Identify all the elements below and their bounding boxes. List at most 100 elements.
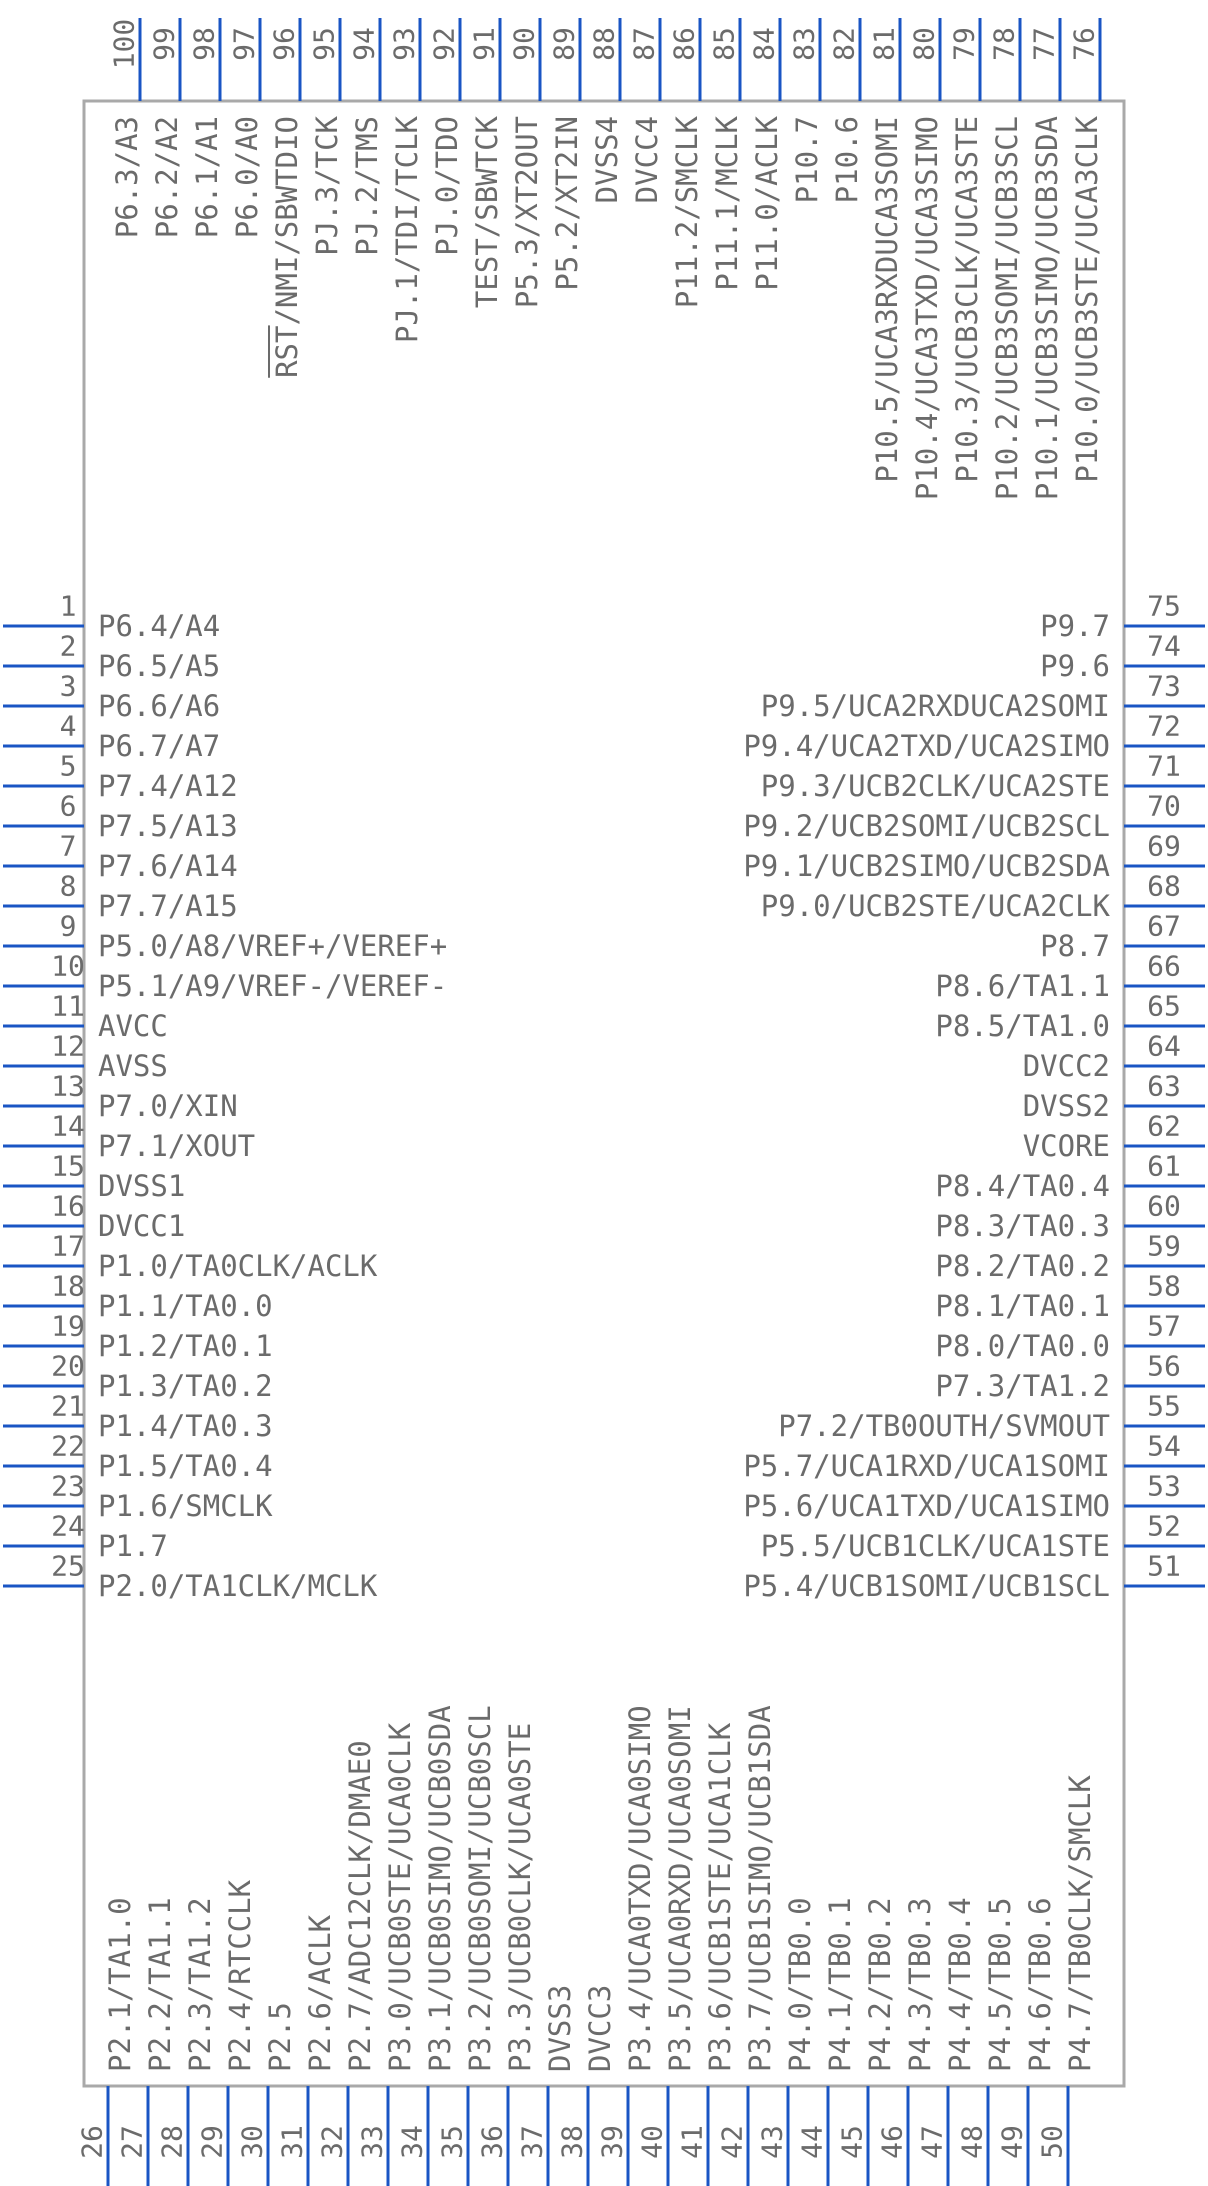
- pin-label-top: TEST/SBWTCK: [470, 115, 504, 308]
- pin-number-right: 66: [1147, 950, 1181, 983]
- pin-number-right: 58: [1147, 1270, 1181, 1303]
- pin-number-top: 76: [1068, 27, 1101, 61]
- pin-number-top: 85: [708, 27, 741, 61]
- pin-label-right: P8.1/TA0.1: [935, 1289, 1110, 1323]
- pin-number-bottom: 29: [196, 2125, 229, 2159]
- pin-label-left: P1.3/TA0.2: [98, 1369, 273, 1403]
- pin-number-left: 15: [51, 1150, 85, 1183]
- pin-label-right: P9.0/UCB2STE/UCA2CLK: [761, 889, 1111, 923]
- pin-label-top: P10.3/UCB3CLK/UCA3STE: [950, 116, 984, 483]
- pin-label-top: RST/NMI/SBWTDIO: [270, 116, 304, 378]
- pin-label-right: P5.4/UCB1SOMI/UCB1SCL: [743, 1569, 1110, 1603]
- pin-number-left: 14: [51, 1110, 85, 1143]
- pin-number-top: 90: [508, 27, 541, 61]
- pin-number-top: 83: [788, 27, 821, 61]
- pin-number-left: 8: [60, 870, 77, 903]
- pin-number-right: 72: [1147, 710, 1181, 743]
- pin-number-bottom: 49: [996, 2125, 1029, 2159]
- pin-number-bottom: 32: [316, 2125, 349, 2159]
- pin-label-top: P5.3/XT2OUT: [510, 116, 544, 308]
- pin-label-bottom: P3.1/UCB0SIMO/UCB0SDA: [423, 1705, 457, 2072]
- pin-label-left: P7.7/A15: [98, 889, 238, 923]
- pin-number-right: 62: [1147, 1110, 1181, 1143]
- pin-number-top: 91: [468, 27, 501, 61]
- pin-label-bottom: P2.4/RTCCLK: [223, 1879, 257, 2072]
- pin-number-bottom: 47: [916, 2125, 949, 2159]
- pin-number-right: 63: [1147, 1070, 1181, 1103]
- pin-label-left: P5.1/A9/VREF-/VEREF-: [98, 969, 447, 1003]
- pin-number-bottom: 35: [436, 2125, 469, 2159]
- pin-number-top: 98: [188, 27, 221, 61]
- pin-number-right: 61: [1147, 1150, 1181, 1183]
- ic-body: [82, 99, 1126, 2088]
- pin-label-left: P1.5/TA0.4: [98, 1449, 273, 1483]
- pin-label-top: P11.0/ACLK: [750, 115, 784, 290]
- pin-number-bottom: 38: [556, 2125, 589, 2159]
- pin-number-left: 11: [51, 990, 85, 1023]
- pin-number-left: 6: [60, 790, 77, 823]
- pin-label-top: P6.1/A1: [190, 116, 224, 238]
- pin-label-left: P1.6/SMCLK: [98, 1489, 273, 1523]
- pin-label-top: P6.2/A2: [150, 116, 184, 238]
- pin-number-right: 55: [1147, 1390, 1181, 1423]
- pin-number-top: 99: [148, 27, 181, 61]
- pin-label-left: P1.4/TA0.3: [98, 1409, 273, 1443]
- pin-number-bottom: 45: [836, 2125, 869, 2159]
- pin-number-left: 17: [51, 1230, 85, 1263]
- pin-number-right: 69: [1147, 830, 1181, 863]
- pin-number-right: 67: [1147, 910, 1181, 943]
- pin-label-top: DVCC4: [630, 116, 664, 203]
- pin-label-top: P11.2/SMCLK: [670, 115, 704, 308]
- pin-number-right: 57: [1147, 1310, 1181, 1343]
- pin-label-bottom: P4.2/TB0.2: [863, 1897, 897, 2072]
- pin-label-left: P6.6/A6: [98, 689, 220, 723]
- pin-label-bottom: P4.0/TB0.0: [783, 1897, 817, 2072]
- pin-label-top: P5.2/XT2IN: [550, 116, 584, 291]
- pin-label-bottom: P4.4/TB0.4: [943, 1897, 977, 2072]
- pin-label-right: P8.4/TA0.4: [935, 1169, 1110, 1203]
- pin-number-right: 54: [1147, 1430, 1181, 1463]
- pin-label-left: DVSS1: [98, 1169, 185, 1203]
- pin-number-top: 93: [388, 27, 421, 61]
- pin-number-left: 25: [51, 1550, 85, 1583]
- pin-number-left: 3: [60, 670, 77, 703]
- pin-number-bottom: 50: [1036, 2125, 1069, 2159]
- pin-label-bottom: DVSS3: [543, 1985, 577, 2072]
- pin-number-left: 19: [51, 1310, 85, 1343]
- pin-label-right: DVSS2: [1023, 1089, 1110, 1123]
- pins-layer: 1P6.4/A42P6.5/A53P6.6/A64P6.7/A75P7.4/A1…: [3, 18, 1205, 2186]
- pin-label-right: P8.3/TA0.3: [935, 1209, 1110, 1243]
- pin-label-right: P9.2/UCB2SOMI/UCB2SCL: [743, 809, 1110, 843]
- pin-label-right: P7.2/TB0OUTH/SVMOUT: [778, 1409, 1110, 1443]
- pin-label-left: P7.0/XIN: [98, 1089, 238, 1123]
- pin-number-top: 80: [908, 27, 941, 61]
- pin-label-right: P5.5/UCB1CLK/UCA1STE: [761, 1529, 1110, 1563]
- pin-number-top: 77: [1028, 27, 1061, 61]
- pin-number-right: 59: [1147, 1230, 1181, 1263]
- pin-label-left: P1.2/TA0.1: [98, 1329, 273, 1363]
- pin-label-bottom: P3.0/UCB0STE/UCA0CLK: [383, 1722, 417, 2072]
- pin-label-right: P8.0/TA0.0: [935, 1329, 1110, 1363]
- pin-label-top: P10.1/UCB3SIMO/UCB3SDA: [1030, 116, 1064, 500]
- pin-number-left: 21: [51, 1390, 85, 1423]
- pin-label-top: P10.0/UCB3STE/UCA3CLK: [1070, 115, 1104, 482]
- pin-label-left: P1.7: [98, 1529, 168, 1563]
- pin-number-right: 52: [1147, 1510, 1181, 1543]
- pin-number-bottom: 42: [716, 2125, 749, 2159]
- pin-label-bottom: P2.2/TA1.1: [143, 1897, 177, 2072]
- pin-label-bottom: P3.7/UCB1SIMO/UCB1SDA: [743, 1705, 777, 2072]
- pin-label-right: P8.2/TA0.2: [935, 1249, 1110, 1283]
- pin-number-left: 4: [60, 710, 77, 743]
- pin-number-bottom: 36: [476, 2125, 509, 2159]
- pin-number-left: 2: [60, 630, 77, 663]
- pin-label-bottom: P4.1/TB0.1: [823, 1897, 857, 2072]
- pin-label-left: P6.7/A7: [98, 729, 220, 763]
- pin-label-right: P7.3/TA1.2: [935, 1369, 1110, 1403]
- pin-number-top: 86: [668, 27, 701, 61]
- pin-number-left: 13: [51, 1070, 85, 1103]
- pin-label-bottom: P2.3/TA1.2: [183, 1897, 217, 2072]
- pin-label-top: P10.7: [790, 116, 824, 203]
- pin-label-right: P8.6/TA1.1: [935, 969, 1110, 1003]
- pin-label-bottom: P4.6/TB0.6: [1023, 1897, 1057, 2072]
